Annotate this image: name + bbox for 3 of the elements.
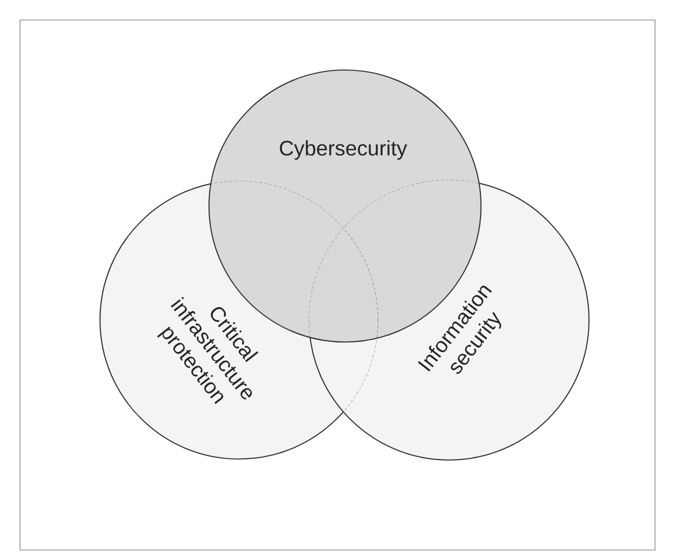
- venn-circle: [308, 179, 590, 461]
- venn-circle: [99, 180, 379, 460]
- circle-label: Cybersecurity: [280, 140, 408, 160]
